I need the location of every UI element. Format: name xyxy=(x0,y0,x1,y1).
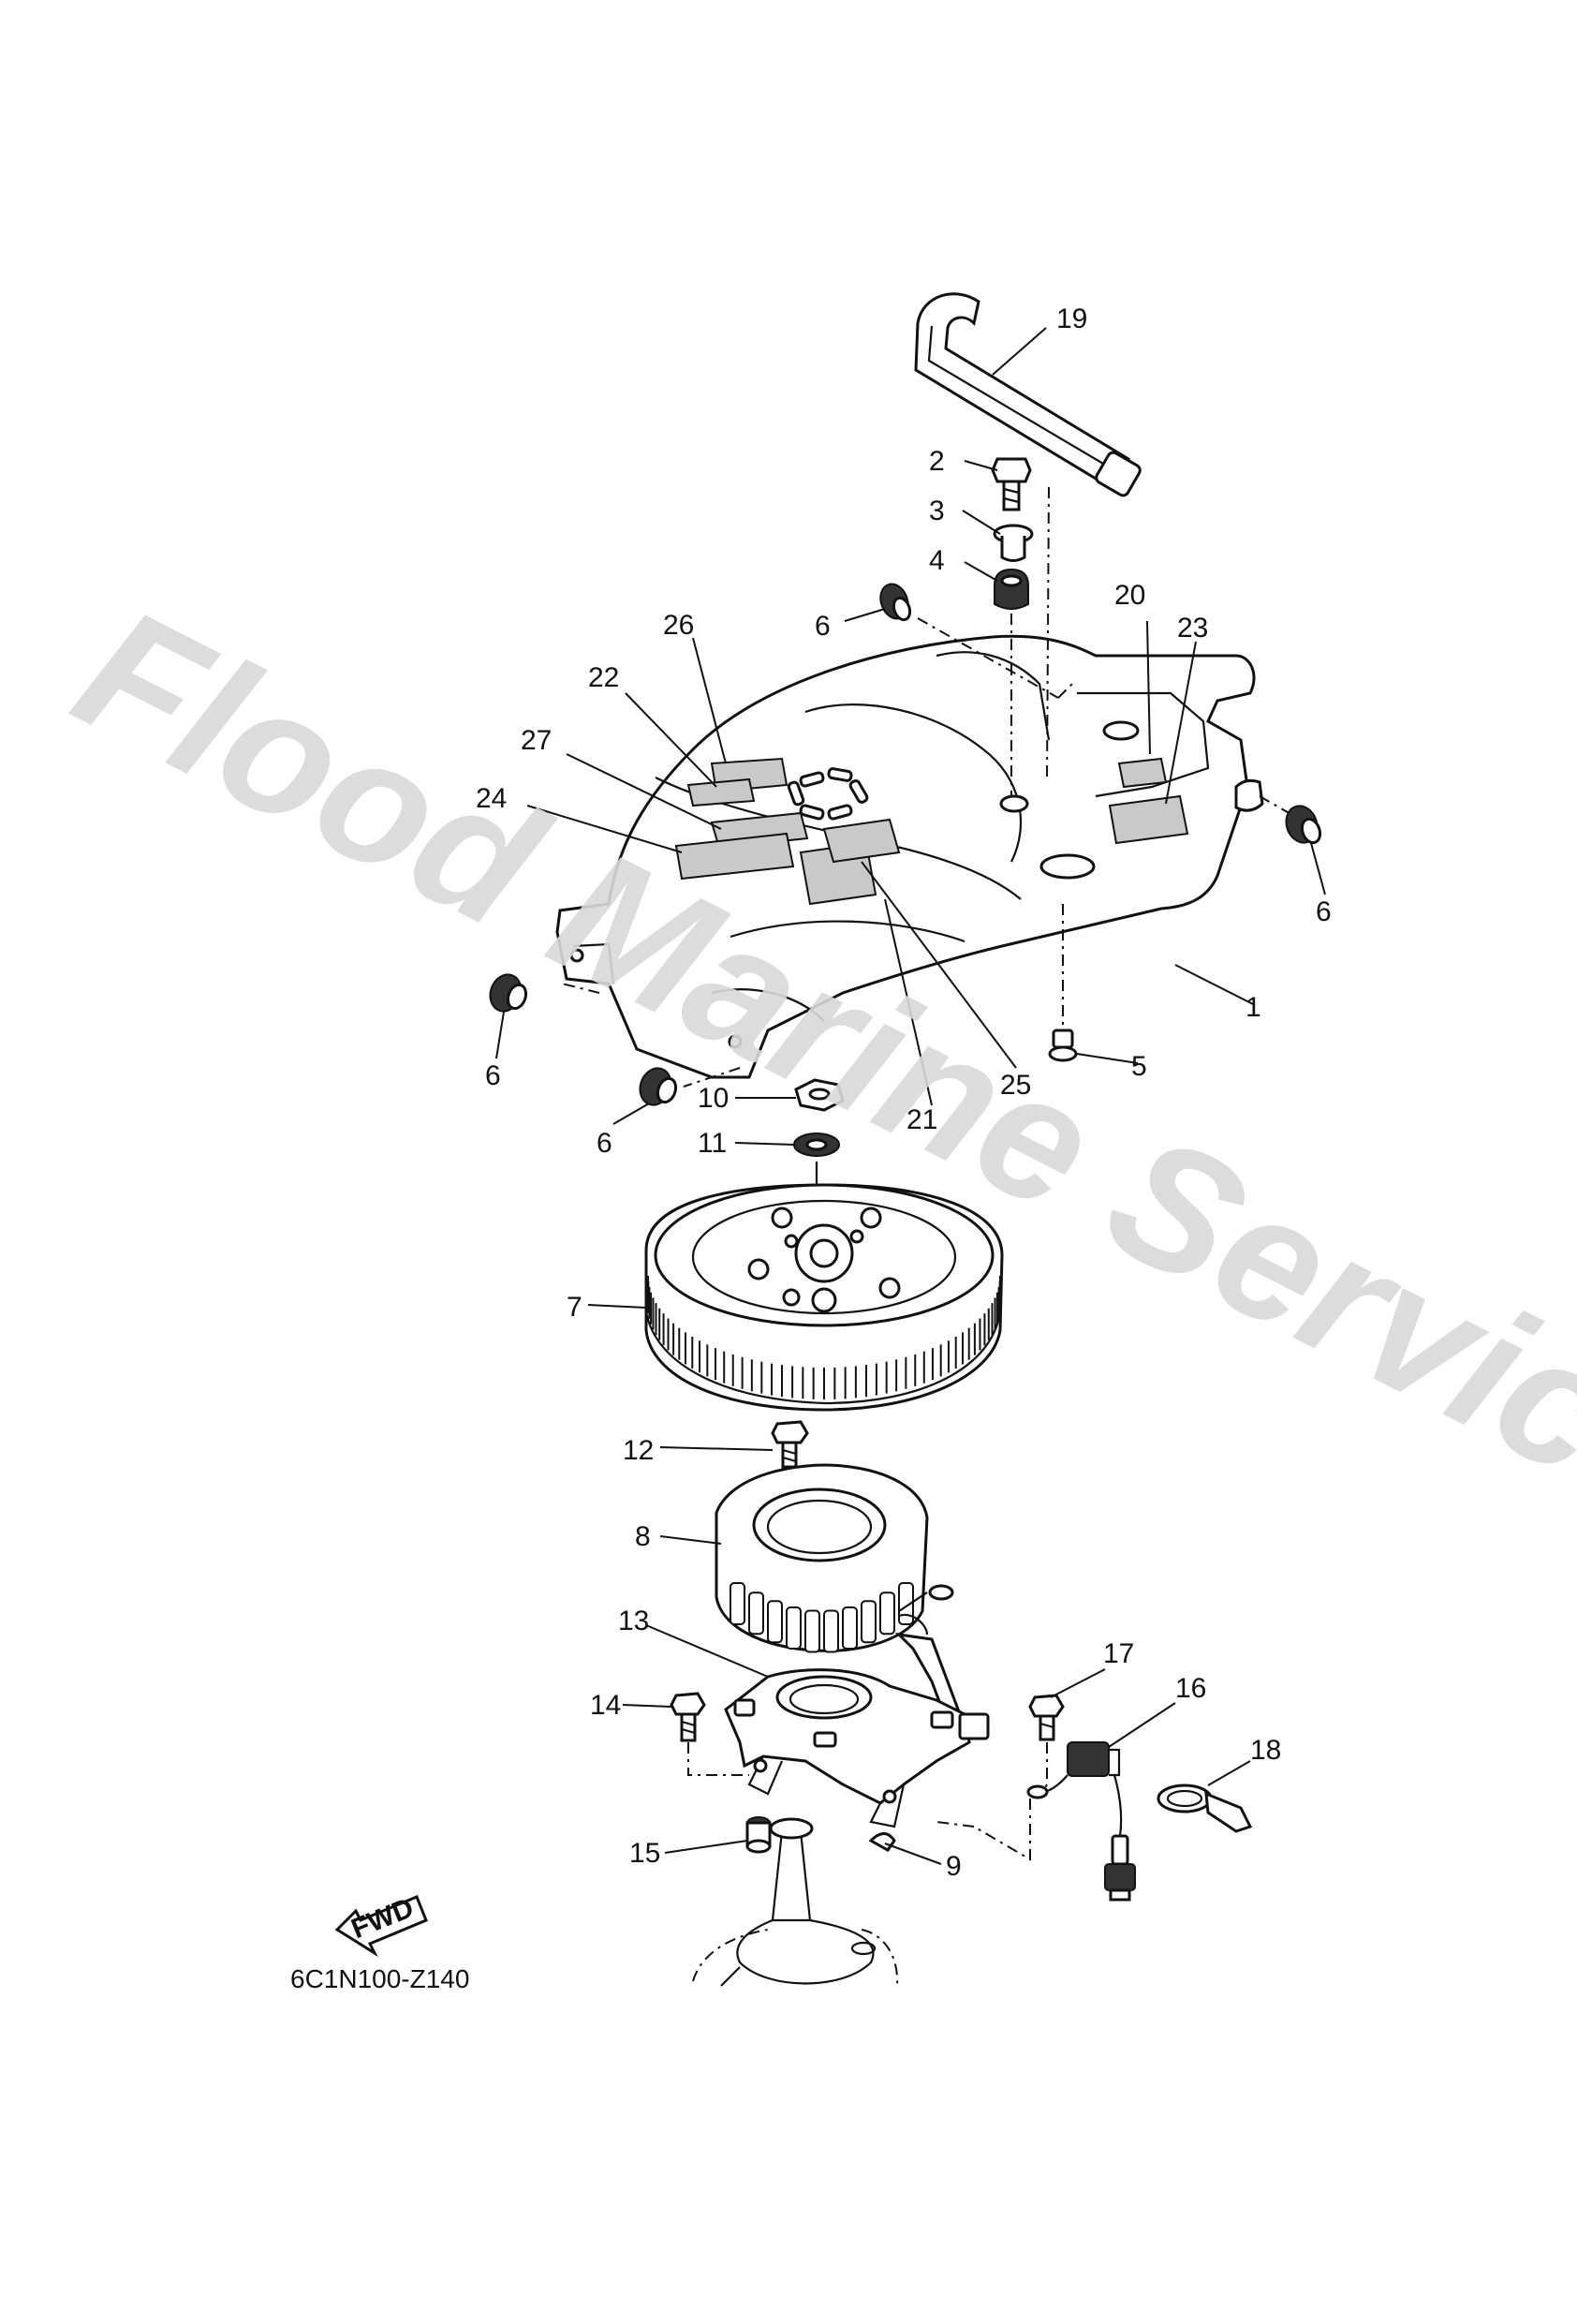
bolt-17[interactable] xyxy=(1028,1694,1065,1741)
callout-6-left: 6 xyxy=(485,1060,501,1091)
dowel-pin-15[interactable] xyxy=(745,1816,772,1854)
woodruff-key-9[interactable] xyxy=(868,1832,896,1852)
vent-slots xyxy=(787,767,869,821)
callout-23: 23 xyxy=(1177,613,1208,644)
label-24 xyxy=(674,832,795,881)
rubber-bushing-6-bottom[interactable] xyxy=(635,1064,679,1110)
callout-8: 8 xyxy=(635,1521,651,1552)
screw-5[interactable] xyxy=(1048,1029,1078,1062)
callout-12: 12 xyxy=(623,1435,654,1466)
leader-lines xyxy=(495,327,1326,1865)
callout-14: 14 xyxy=(590,1690,621,1721)
flywheel-7[interactable] xyxy=(644,1183,1004,1412)
callout-17: 17 xyxy=(1103,1638,1134,1669)
nut-10[interactable] xyxy=(794,1078,845,1112)
hose-strip-19[interactable] xyxy=(914,292,1142,497)
callout-3: 3 xyxy=(929,496,945,526)
callout-20: 20 xyxy=(1114,580,1145,611)
top-cowling-cover-1[interactable] xyxy=(555,634,1264,1079)
callouts: 19 2 3 4 6 20 23 26 22 27 24 1 6 6 6 5 2… xyxy=(476,303,1332,1882)
washer-11[interactable] xyxy=(793,1132,840,1157)
callout-26: 26 xyxy=(663,610,694,641)
callout-1: 1 xyxy=(1245,992,1261,1023)
callout-18: 18 xyxy=(1250,1735,1281,1766)
callout-27: 27 xyxy=(521,725,552,756)
rubber-bushing-6-right[interactable] xyxy=(1281,802,1323,848)
callout-15: 15 xyxy=(629,1838,660,1869)
callout-7: 7 xyxy=(567,1292,582,1323)
stator-coil-8[interactable] xyxy=(715,1463,962,1721)
crankshaft-housing xyxy=(692,1817,899,1987)
rubber-bushing-6-top[interactable] xyxy=(876,580,912,622)
callout-25: 25 xyxy=(1000,1070,1031,1101)
callout-13: 13 xyxy=(618,1606,649,1636)
callout-6-top: 6 xyxy=(815,611,831,642)
grommet-4[interactable] xyxy=(994,568,1029,610)
label-23 xyxy=(1108,794,1189,845)
callout-19: 19 xyxy=(1056,303,1087,334)
pulser-connector-16[interactable] xyxy=(1026,1741,1136,1902)
label-20 xyxy=(1117,757,1168,789)
cable-tie-18[interactable] xyxy=(1157,1784,1253,1833)
callout-11: 11 xyxy=(698,1128,727,1159)
callout-4: 4 xyxy=(929,545,945,576)
stator-poles xyxy=(730,1582,914,1653)
fwd-arrow-icon: FWD xyxy=(334,1892,428,1958)
callout-2: 2 xyxy=(929,446,945,477)
callout-22: 22 xyxy=(588,662,619,693)
callout-5: 5 xyxy=(1131,1051,1147,1082)
rubber-bushing-6-left[interactable] xyxy=(485,970,529,1016)
callout-21: 21 xyxy=(906,1104,937,1135)
bolt-12[interactable] xyxy=(771,1420,809,1469)
diagram-code: 6C1N100-Z140 xyxy=(290,1964,469,1993)
flywheel-ring-gear-teeth xyxy=(647,1276,1001,1399)
bolt-2[interactable] xyxy=(991,457,1032,511)
callout-16: 16 xyxy=(1175,1673,1206,1704)
bolt-14[interactable] xyxy=(670,1692,706,1742)
callout-9: 9 xyxy=(946,1851,962,1882)
stator-base-13[interactable] xyxy=(724,1668,990,1828)
collar-3[interactable] xyxy=(993,524,1034,562)
callout-10: 10 xyxy=(698,1083,729,1114)
label-25 xyxy=(822,818,901,864)
callout-6-bottom: 6 xyxy=(597,1128,612,1159)
callout-6-right: 6 xyxy=(1316,896,1332,927)
label-22 xyxy=(686,777,756,807)
callout-24: 24 xyxy=(476,783,507,814)
